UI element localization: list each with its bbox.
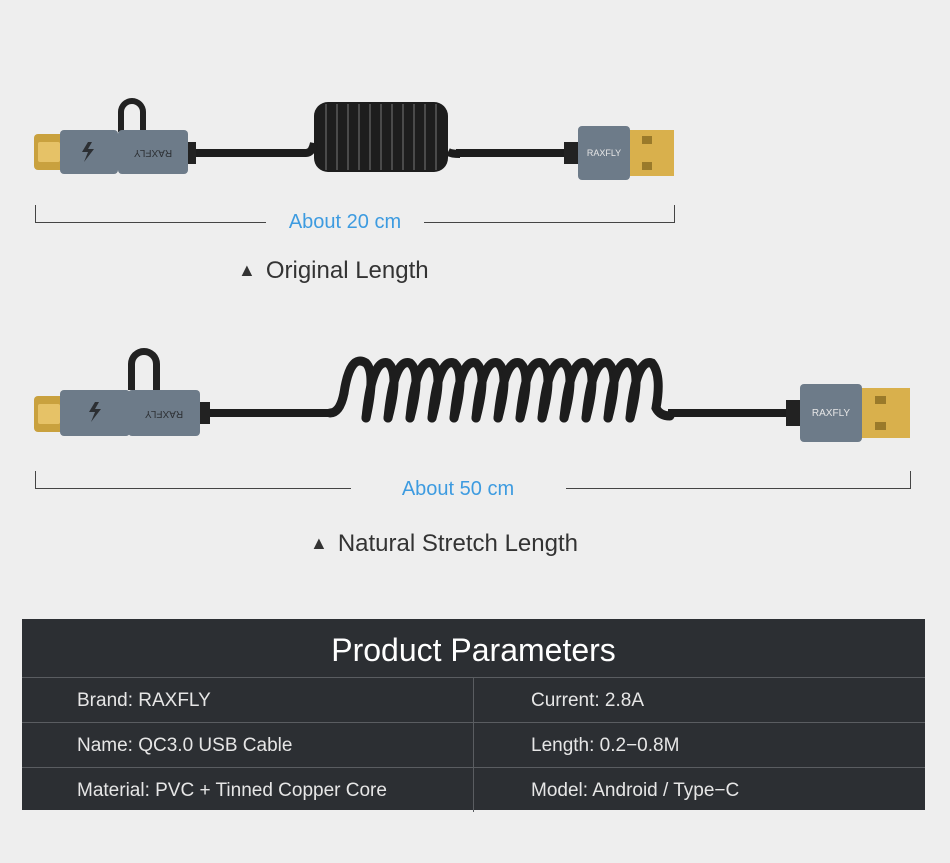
adapter-brand-text: RAXFLY bbox=[134, 147, 172, 158]
adapter-loop bbox=[128, 348, 160, 390]
triangle-icon: ▲ bbox=[310, 533, 328, 553]
caption-text: Natural Stretch Length bbox=[337, 530, 578, 557]
param-length: Length: 0.2−0.8M bbox=[531, 735, 680, 756]
stretched-cable-image: RAXFLY RAXFLY bbox=[34, 348, 910, 442]
caption-original-length: ▲ Original Length bbox=[238, 257, 429, 285]
micro-adapter bbox=[128, 390, 200, 436]
usb-brand-text: RAXFLY bbox=[812, 408, 850, 419]
adapter-brand-text: RAXFLY bbox=[145, 408, 183, 419]
triangle-icon: ▲ bbox=[238, 260, 256, 280]
caption-stretch-length: ▲ Natural Stretch Length bbox=[310, 530, 578, 558]
usb-a-body bbox=[578, 126, 630, 180]
coil bbox=[314, 102, 448, 172]
param-material: Material: PVC + Tinned Copper Core bbox=[22, 768, 474, 812]
param-name: Name: QC3.0 USB Cable bbox=[22, 723, 474, 767]
stretched-coil bbox=[325, 356, 675, 423]
adapter-loop bbox=[118, 98, 146, 132]
length-label-bottom: About 50 cm bbox=[401, 478, 515, 500]
usb-brand-text: RAXFLY bbox=[587, 148, 621, 158]
table-row: Material: PVC + Tinned Copper Core Model… bbox=[22, 768, 925, 812]
params-title: Product Parameters bbox=[22, 619, 925, 678]
micro-adapter bbox=[118, 130, 188, 174]
param-current: Current: 2.8A bbox=[531, 690, 644, 711]
caption-text: Original Length bbox=[265, 257, 429, 284]
table-row: Brand: RAXFLY Current: 2.8A bbox=[22, 678, 925, 723]
coiled-cable-image: RAXFLY RAXFLY bbox=[34, 98, 674, 180]
product-parameters-table: Product Parameters Brand: RAXFLY Current… bbox=[22, 619, 925, 812]
length-label-top: About 20 cm bbox=[288, 211, 402, 233]
lightning-icon bbox=[82, 142, 94, 162]
length-measure-bottom bbox=[35, 471, 911, 489]
usb-a-plug bbox=[862, 388, 910, 438]
length-measure-top bbox=[35, 205, 675, 223]
param-model: Model: Android / Type−C bbox=[531, 780, 740, 801]
lightning-icon bbox=[89, 402, 101, 422]
usb-a-body bbox=[800, 384, 862, 442]
table-row: Name: QC3.0 USB Cable Length: 0.2−0.8M bbox=[22, 723, 925, 768]
param-brand: Brand: RAXFLY bbox=[22, 678, 474, 722]
